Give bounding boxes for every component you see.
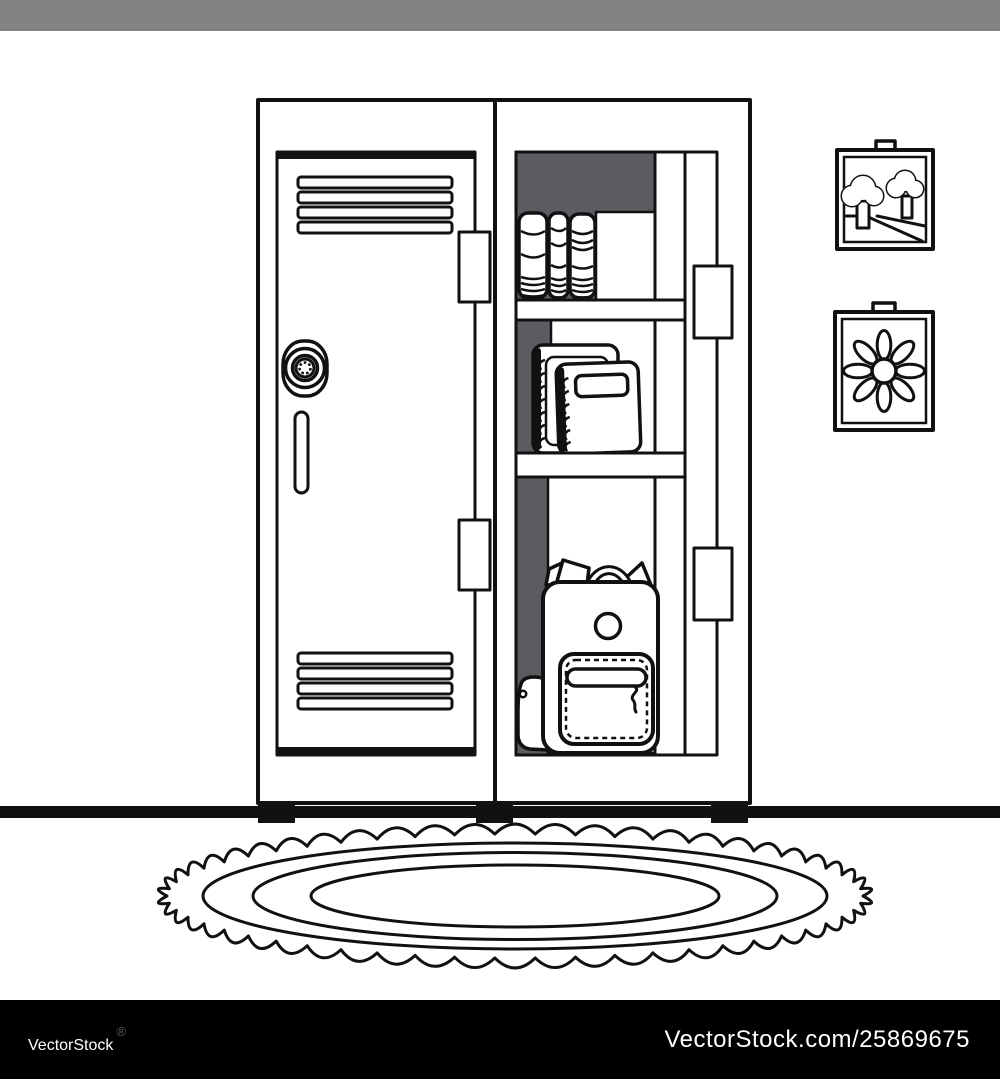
tree-right <box>885 169 925 220</box>
spiral-binding <box>538 358 546 449</box>
pouch-button <box>518 689 528 699</box>
notebook-spine <box>534 348 541 450</box>
backpack-button <box>593 611 623 641</box>
ceiling-bar <box>0 0 1000 31</box>
watermark-bar: VectorStock® VectorStock.com/25869675 <box>0 1000 1000 1079</box>
spiral-binding <box>562 376 572 452</box>
vent-slats-bottom <box>296 651 454 711</box>
pocket-stitching <box>564 658 649 740</box>
vectorstock-logo: VectorStock® <box>28 1024 126 1054</box>
rug-fringed-edge <box>156 822 874 970</box>
tree-left <box>840 174 885 230</box>
shelf-upper <box>514 298 687 322</box>
shelf-lower <box>514 451 687 479</box>
flower-petal <box>875 329 893 361</box>
flower-petal <box>842 362 874 380</box>
flower-petal <box>894 362 926 380</box>
left-door-hinge-top <box>457 230 492 304</box>
registered-mark: ® <box>116 1024 126 1039</box>
backpack <box>516 558 660 755</box>
right-door-hinge-bottom <box>692 546 734 622</box>
picture-frame-trees <box>835 139 935 251</box>
locker-unit <box>256 98 752 823</box>
locker-foot-middle <box>476 803 513 823</box>
notebook-label <box>573 372 630 399</box>
zipper-slot <box>565 667 648 688</box>
rug <box>156 822 874 970</box>
left-door-hinge-bottom <box>457 518 492 592</box>
lock-dial-teeth <box>298 361 312 375</box>
locker-foot-left <box>258 803 295 823</box>
flower <box>842 329 926 413</box>
books <box>517 211 597 300</box>
rug-ring-inner <box>309 863 721 929</box>
interior-space-top <box>594 210 657 302</box>
open-door-outer-panel <box>683 150 719 757</box>
vectorstock-url: VectorStock.com/25869675 <box>664 1025 970 1053</box>
vent-slats-top <box>296 175 454 235</box>
open-locker <box>514 150 734 757</box>
tree-trunk <box>900 194 914 220</box>
door-handle <box>293 410 310 495</box>
notebooks <box>531 343 643 456</box>
flower-center <box>870 357 898 385</box>
picture-frame-flower <box>833 301 935 432</box>
rug-ring-middle <box>251 851 779 941</box>
flower-petal <box>875 381 893 413</box>
left-locker-door <box>275 150 492 757</box>
right-door-hinge-top <box>692 264 734 340</box>
notebook-front <box>554 360 643 456</box>
combination-lock <box>281 339 329 398</box>
locker-foot-right <box>711 803 748 823</box>
rug-ring-outer <box>201 841 829 951</box>
door-bottom-edge <box>277 747 475 755</box>
door-top-edge <box>277 152 475 159</box>
zipper-pull <box>630 685 639 714</box>
